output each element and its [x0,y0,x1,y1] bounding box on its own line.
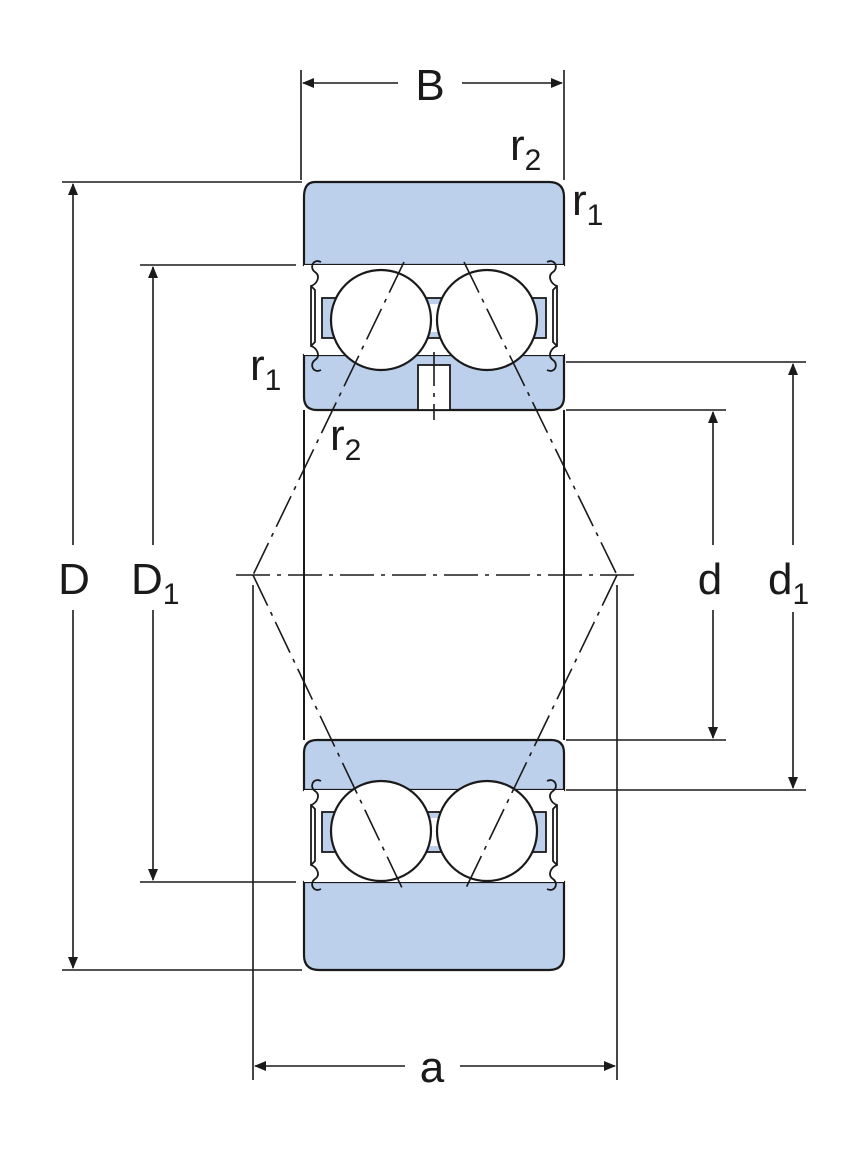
label-r2-top: r2 [510,121,541,177]
label-a: a [420,1043,445,1092]
dim-a [252,585,618,1080]
dim-D1 [140,264,296,883]
contact-lines [252,261,618,893]
ball-bottom-left [329,779,433,883]
ball-top-left [329,268,433,372]
bearing-bottom-half [302,738,566,972]
ball-bottom-right [435,779,539,883]
label-D: D [58,555,90,604]
label-d1: d1 [768,555,809,611]
label-d: d [698,555,722,604]
label-B: B [415,61,444,110]
bearing-top-half [302,180,566,420]
dim-D [62,181,302,971]
lube-hole [417,364,451,411]
label-D1: D1 [131,555,179,611]
label-r1-inner: r1 [250,341,281,397]
outer-ring-bottom [302,880,566,972]
dim-d1 [566,361,806,791]
dim-B [300,70,565,180]
outer-ring-top [302,180,566,267]
dim-d [566,409,726,741]
ball-top-right [435,268,539,372]
label-r1-top: r1 [572,176,603,232]
label-r2-inner: r2 [330,411,361,467]
